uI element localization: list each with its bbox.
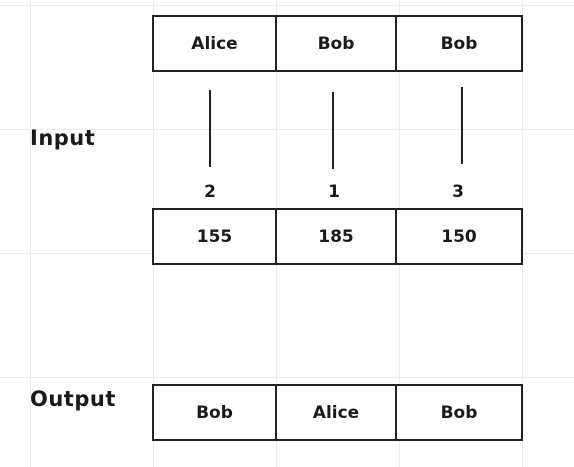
input-value-cell: 155 <box>196 226 233 247</box>
output-name-cell: Bob <box>395 386 521 439</box>
connector-line <box>332 92 334 169</box>
output-name-cell: Bob <box>196 402 233 423</box>
connector-line <box>461 87 463 164</box>
index-label: 2 <box>204 182 216 202</box>
input-name-cell: Alice <box>191 33 238 54</box>
input-values-array: 155 185 150 <box>152 208 523 265</box>
index-label: 1 <box>328 182 340 202</box>
output-name-cell: Alice <box>275 386 395 439</box>
connector-line <box>209 90 211 167</box>
index-label: 3 <box>452 182 464 202</box>
input-value-cell: 185 <box>275 210 395 263</box>
input-value-cell: 150 <box>395 210 521 263</box>
input-name-cell: Bob <box>395 17 521 70</box>
input-label: Input <box>30 126 96 150</box>
input-names-array: Alice Bob Bob <box>152 15 523 72</box>
input-name-cell: Bob <box>275 17 395 70</box>
output-names-array: Bob Alice Bob <box>152 384 523 441</box>
output-label: Output <box>30 387 116 411</box>
